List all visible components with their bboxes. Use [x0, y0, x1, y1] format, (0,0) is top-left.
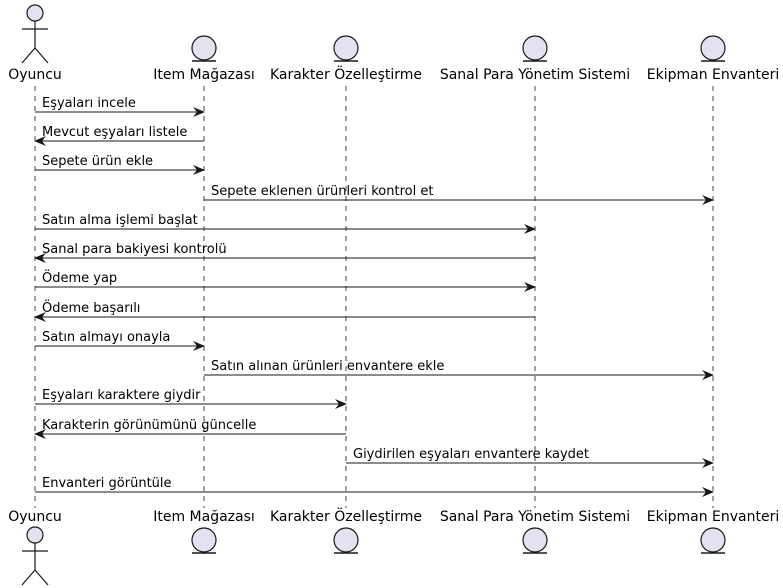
participant-label-bottom: Oyuncu	[8, 509, 62, 525]
message-12: Karakterin görünümünü güncelle	[34, 418, 346, 439]
magaza-entity-icon	[191, 527, 217, 553]
message-7: Ödeme yap	[35, 269, 536, 292]
message-6: Sanal para bakiyesi kontrolü	[34, 242, 535, 263]
message-10: Satın alınan ürünleri envantere ekle	[204, 359, 714, 380]
message-label: Ödeme yap	[42, 269, 117, 286]
oyuncu-head-icon	[26, 526, 44, 544]
envanter-entity-icon	[700, 527, 726, 553]
participant-top-para: Sanal Para Yönetim Sistemi	[440, 35, 630, 83]
message-label: Sanal para bakiyesi kontrolü	[42, 242, 227, 257]
oyuncu-head-icon	[26, 4, 44, 22]
message-4: Sepete eklenen ürünleri kontrol et	[204, 184, 714, 205]
message-label: Mevcut eşyaları listele	[42, 125, 187, 140]
participant-label-top: Item Mağazası	[153, 67, 255, 83]
participant-label-top: Ekipman Envanteri	[647, 67, 779, 83]
participant-label-top: Oyuncu	[8, 67, 62, 83]
message-label: Eşyaları incele	[42, 96, 136, 111]
karakter-entity-icon	[333, 35, 359, 61]
message-label: Sepete ürün ekle	[42, 154, 153, 169]
message-label: Satın alma işlemi başlat	[42, 213, 198, 228]
message-label: Eşyaları karaktere giydir	[42, 388, 201, 403]
message-label: Ödeme başarılı	[42, 299, 140, 316]
message-5: Satın alma işlemi başlat	[35, 213, 536, 234]
participant-bottom-karakter: Karakter Özelleştirme	[270, 507, 422, 554]
participant-label-bottom: Ekipman Envanteri	[647, 509, 779, 525]
message-2: Mevcut eşyaları listele	[34, 125, 204, 146]
message-8: Ödeme başarılı	[34, 299, 535, 322]
para-entity-icon	[522, 35, 548, 61]
message-label: Giydirilen eşyaları envantere kaydet	[353, 447, 589, 462]
participant-label-bottom: Karakter Özelleştirme	[270, 507, 422, 525]
message-11: Eşyaları karaktere giydir	[35, 388, 347, 409]
message-label: Satın alınan ürünleri envantere ekle	[211, 359, 444, 374]
participant-top-magaza: Item Mağazası	[153, 35, 255, 83]
message-label: Karakterin görünümünü güncelle	[42, 418, 256, 433]
participant-top-envanter: Ekipman Envanteri	[647, 35, 779, 83]
karakter-entity-icon	[333, 527, 359, 553]
participant-label-top: Sanal Para Yönetim Sistemi	[440, 67, 630, 83]
participant-top-oyuncu: Oyuncu	[8, 4, 62, 83]
participant-bottom-envanter: Ekipman Envanteri	[647, 509, 779, 554]
message-14: Envanteri görüntüle	[35, 476, 714, 497]
message-label: Satın almayı onayla	[42, 330, 170, 345]
message-3: Sepete ürün ekle	[35, 154, 205, 175]
participant-bottom-magaza: Item Mağazası	[153, 509, 255, 554]
message-9: Satın almayı onayla	[35, 330, 205, 351]
participant-label-bottom: Sanal Para Yönetim Sistemi	[440, 509, 630, 525]
message-label: Sepete eklenen ürünleri kontrol et	[211, 184, 433, 199]
para-entity-icon	[522, 527, 548, 553]
participant-label-bottom: Item Mağazası	[153, 509, 255, 525]
participant-bottom-para: Sanal Para Yönetim Sistemi	[440, 509, 630, 554]
participant-bottom-oyuncu: Oyuncu	[8, 509, 62, 586]
message-label: Envanteri görüntüle	[42, 476, 172, 491]
participant-top-karakter: Karakter Özelleştirme	[270, 35, 422, 83]
message-13: Giydirilen eşyaları envantere kaydet	[346, 447, 714, 468]
envanter-entity-icon	[700, 35, 726, 61]
magaza-entity-icon	[191, 35, 217, 61]
participant-label-top: Karakter Özelleştirme	[270, 65, 422, 83]
message-1: Eşyaları incele	[35, 96, 205, 117]
